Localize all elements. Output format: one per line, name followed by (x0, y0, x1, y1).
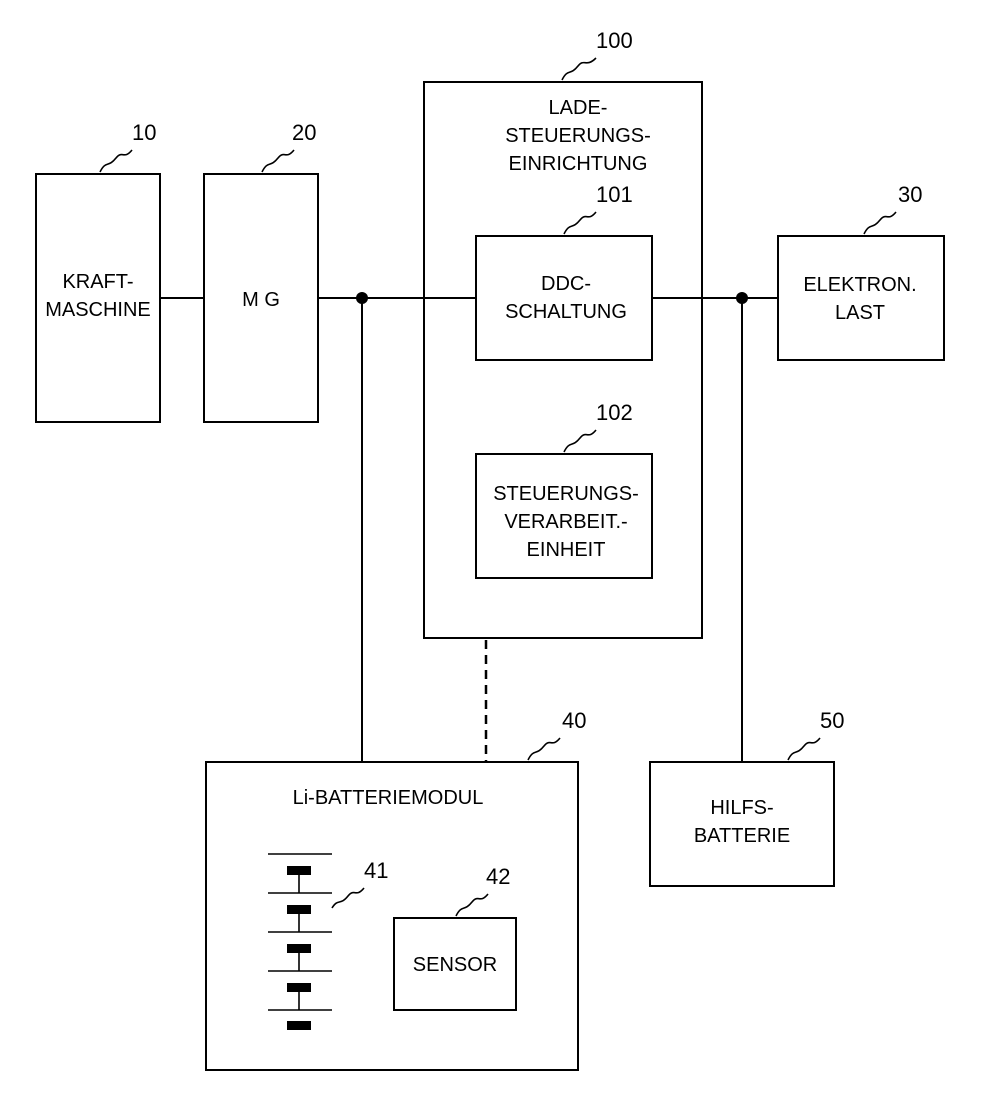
cell-neg-1 (287, 866, 311, 875)
aux-battery-label-line-1: HILFS- (710, 797, 773, 819)
mg-label: M G (242, 289, 280, 311)
control-unit-label-line-1: STEUERUNGS- (493, 483, 639, 505)
engine-ref-number: 10 (132, 120, 156, 145)
electronic-load-label-line-1: ELEKTRON. (803, 274, 916, 296)
ddc-box (476, 236, 652, 360)
aux-battery-ref-number: 50 (820, 708, 844, 733)
electronic-load-ref-leader (864, 212, 896, 234)
control-unit-block: STEUERUNGS- VERARBEIT.- EINHEIT 102 (476, 400, 652, 578)
sensor-ref-leader (456, 894, 488, 916)
charge-control-label-line-1: LADE- (549, 97, 608, 119)
ddc-label-line-2: SCHALTUNG (505, 301, 627, 323)
electronic-load-box (778, 236, 944, 360)
ddc-ref-number: 101 (596, 182, 633, 207)
charge-control-label-line-2: STEUERUNGS- (505, 125, 651, 147)
engine-label-line-1: KRAFT- (62, 271, 133, 293)
charge-control-label-line-3: EINRICHTUNG (509, 153, 648, 175)
li-battery-module-label: Li-BATTERIEMODUL (293, 787, 484, 809)
engine-box (36, 174, 160, 422)
sensor-label: SENSOR (413, 954, 497, 976)
connections (160, 292, 778, 762)
junction-node-left (356, 292, 368, 304)
charge-control-ref-leader (562, 58, 596, 80)
ddc-block: DDC- SCHALTUNG 101 (476, 182, 652, 360)
electronic-load-label-line-2: LAST (835, 302, 885, 324)
ddc-ref-leader (564, 212, 596, 234)
control-unit-label-line-2: VERARBEIT.- (504, 511, 627, 533)
battery-cell-stack-icon (268, 854, 332, 1030)
engine-block: KRAFT- MASCHINE 10 (36, 120, 160, 422)
mg-block: M G 20 (204, 120, 318, 422)
aux-battery-label-line-2: BATTERIE (694, 825, 790, 847)
li-battery-module-ref-leader (528, 738, 560, 760)
li-battery-module-ref-number: 40 (562, 708, 586, 733)
electronic-load-ref-number: 30 (898, 182, 922, 207)
sensor-ref-number: 42 (486, 864, 510, 889)
cell-neg-4 (287, 983, 311, 992)
aux-battery-ref-leader (788, 738, 820, 760)
control-unit-label-line-3: EINHEIT (527, 539, 606, 561)
aux-battery-box (650, 762, 834, 886)
li-battery-module-block: Li-BATTERIEMODUL 40 41 SENSOR 42 (206, 708, 586, 1070)
cell-neg-2 (287, 905, 311, 914)
junction-node-right (736, 292, 748, 304)
mg-ref-leader (262, 150, 294, 172)
ddc-label-line-1: DDC- (541, 273, 591, 295)
control-unit-ref-leader (564, 430, 596, 452)
battery-cells-ref-leader (332, 888, 364, 908)
engine-label-line-2: MASCHINE (45, 299, 151, 321)
aux-battery-block: HILFS- BATTERIE 50 (650, 708, 844, 886)
cell-neg-3 (287, 944, 311, 953)
engine-ref-leader (100, 150, 132, 172)
cell-neg-5 (287, 1021, 311, 1030)
charge-control-ref-number: 100 (596, 28, 633, 53)
control-unit-ref-number: 102 (596, 400, 633, 425)
mg-ref-number: 20 (292, 120, 316, 145)
electronic-load-block: ELEKTRON. LAST 30 (778, 182, 944, 360)
battery-cells-ref-number: 41 (364, 858, 388, 883)
